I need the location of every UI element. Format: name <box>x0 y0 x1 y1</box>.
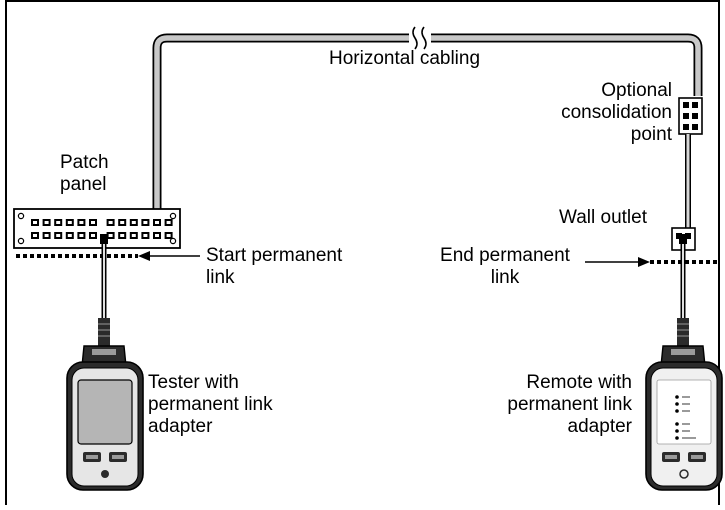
patch-panel-port-slot <box>131 234 136 237</box>
end-permanent-link-label: End permanent link <box>440 245 570 288</box>
start-link-arrow <box>138 251 200 261</box>
permanent-link-boundary <box>16 254 719 264</box>
remote-cord <box>677 234 689 346</box>
patch-panel-port-slot <box>79 221 84 224</box>
consolidation-point-label: Optional consolidation point <box>561 80 672 145</box>
patch-panel-port-slot <box>91 221 95 224</box>
wall-outlet-label: Wall outlet <box>559 207 647 228</box>
patch-panel-port-slot <box>56 234 61 237</box>
patch-panel-port-slot <box>67 234 72 237</box>
remote-device <box>645 345 723 491</box>
patch-panel-port-slot <box>33 234 37 237</box>
patch-panel-port-slot <box>166 221 171 224</box>
patch-panel-port-slot <box>56 221 61 224</box>
tester-label: Tester with permanent link adapter <box>148 372 273 437</box>
patch-panel-port-slot <box>166 234 171 237</box>
tester-cord <box>98 234 110 346</box>
patch-panel-port-slot <box>91 234 95 237</box>
patch-panel <box>13 208 181 249</box>
patch-panel-port-slot <box>108 234 113 237</box>
cable-break-icon <box>412 26 418 50</box>
patch-panel-port-slot <box>155 221 159 224</box>
consolidation-point-box <box>678 97 703 135</box>
patch-panel-port-slot <box>120 221 125 224</box>
patch-panel-label: Patch panel <box>60 152 109 195</box>
end-link-arrow <box>585 257 650 267</box>
patch-panel-port-slot <box>33 221 37 224</box>
patch-panel-port-slot <box>79 234 84 237</box>
patch-panel-port-slot <box>108 221 113 224</box>
patch-panel-port-slot <box>44 234 49 237</box>
horizontal-cable <box>152 26 703 210</box>
patch-panel-port-slot <box>143 234 148 237</box>
tester-screen <box>77 379 133 445</box>
patch-panel-port-slot <box>120 234 125 237</box>
patch-panel-port-slot <box>44 221 49 224</box>
patch-panel-port-slot <box>155 234 159 237</box>
tester-device <box>66 345 144 491</box>
remote-label: Remote with permanent link adapter <box>507 372 632 437</box>
patch-panel-port-slot <box>131 221 136 224</box>
patch-panel-port-slot <box>67 221 72 224</box>
horizontal-cabling-label: Horizontal cabling <box>329 48 481 69</box>
start-permanent-link-label: Start permanent link <box>206 245 343 288</box>
patch-panel-port-slot <box>143 221 148 224</box>
